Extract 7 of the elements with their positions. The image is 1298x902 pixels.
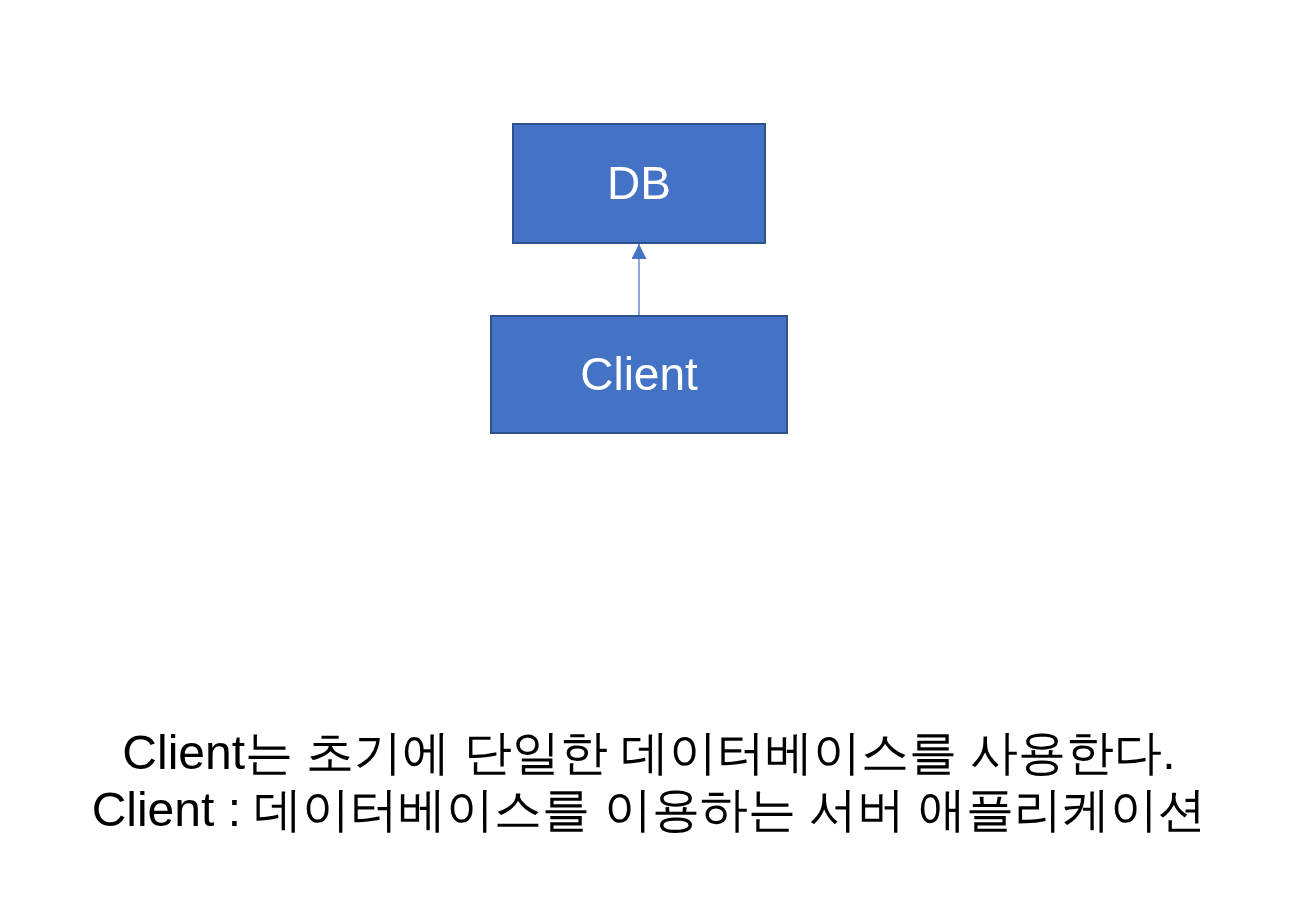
process-box [490, 315, 788, 434]
process-box [512, 123, 766, 244]
box-label: DB [607, 155, 671, 211]
arrow [631, 243, 647, 316]
note-text: Client : 데이터베이스를 이용하는 서버 애플리케이션 [91, 782, 1207, 838]
note-text: Client는 초기에 단일한 데이터베이스를 사용한다. [122, 725, 1176, 781]
box-label: Client [580, 346, 698, 402]
